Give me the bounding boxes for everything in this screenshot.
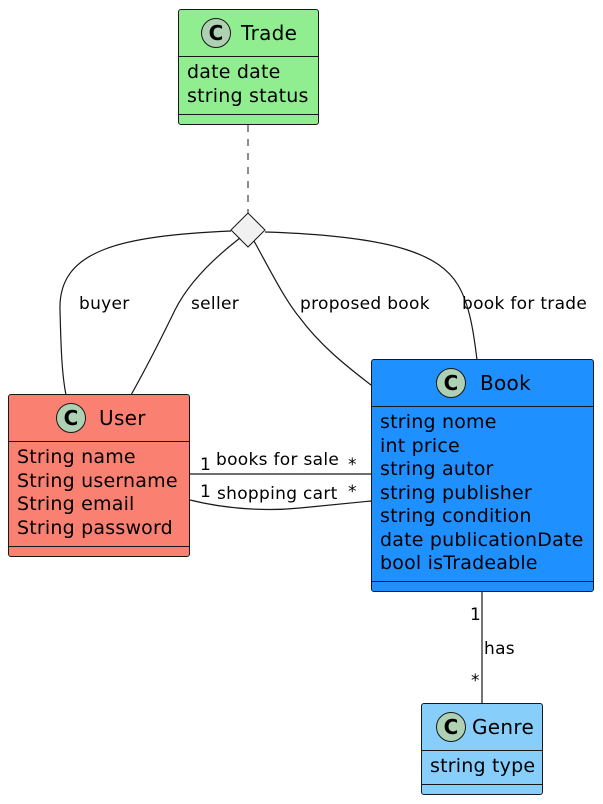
book-attribute: date publicationDate bbox=[380, 528, 584, 551]
seller-label: seller bbox=[191, 294, 240, 314]
book-attribute: string condition bbox=[380, 505, 532, 527]
trade-class-header: C Trade bbox=[179, 10, 318, 56]
user-attribute: String username bbox=[17, 469, 178, 492]
buyer-edge bbox=[59, 230, 232, 396]
shopping-cart-edge bbox=[189, 499, 372, 511]
has-label: has bbox=[484, 639, 515, 659]
book-attribute: int price bbox=[380, 434, 460, 457]
trade-attribute: date date bbox=[187, 61, 281, 83]
book-for-trade-edge bbox=[264, 231, 478, 361]
user-attribute: String email bbox=[17, 493, 135, 515]
genre-class[interactable]: C Genre string type bbox=[421, 703, 543, 795]
book-class-methods-divider bbox=[372, 581, 593, 582]
class-stereotype-icon: C bbox=[201, 18, 231, 48]
books-for-sale-source-multiplicity: 1 bbox=[200, 455, 212, 475]
book-attribute: string autor bbox=[380, 458, 494, 480]
buyer-label: buyer bbox=[79, 294, 130, 314]
genre-class-attributes: string type bbox=[422, 751, 542, 779]
shopping-cart-target-multiplicity: * bbox=[348, 482, 357, 502]
association-diamond bbox=[230, 212, 266, 248]
genre-class-name: Genre bbox=[472, 715, 535, 739]
user-class-attributes: String name String username String email… bbox=[9, 442, 189, 540]
trade-class[interactable]: C Trade date date string status bbox=[178, 9, 319, 125]
user-class[interactable]: C User String name String username Strin… bbox=[8, 394, 190, 557]
has-target-multiplicity: * bbox=[471, 671, 480, 691]
genre-class-methods-divider bbox=[422, 784, 542, 785]
book-attribute: string nome bbox=[380, 411, 497, 433]
proposed-book-label: proposed book bbox=[300, 294, 430, 314]
class-stereotype-icon: C bbox=[436, 368, 466, 398]
user-class-divider bbox=[9, 441, 189, 442]
proposed-book-edge bbox=[253, 240, 372, 386]
trade-class-attributes: date date string status bbox=[179, 57, 318, 108]
class-stereotype-icon: C bbox=[436, 712, 466, 742]
has-source-multiplicity: 1 bbox=[470, 605, 482, 625]
book-class-divider bbox=[372, 406, 593, 407]
shopping-cart-source-multiplicity: 1 bbox=[200, 482, 212, 502]
shopping-cart-label: shopping cart bbox=[217, 484, 338, 504]
book-attribute: bool isTradeable bbox=[380, 552, 538, 574]
seller-edge bbox=[130, 237, 241, 396]
genre-class-divider bbox=[422, 750, 542, 751]
trade-attribute: string status bbox=[187, 84, 309, 107]
books-for-sale-label: books for sale bbox=[216, 450, 340, 470]
book-class-header: C Book bbox=[372, 360, 593, 406]
book-class-name: Book bbox=[480, 371, 531, 395]
user-class-name: User bbox=[99, 406, 146, 430]
trade-class-methods-divider bbox=[179, 114, 318, 115]
book-for-trade-label: book for trade bbox=[462, 294, 588, 314]
genre-attribute: string type bbox=[430, 755, 536, 777]
book-class[interactable]: C Book string nome int price string auto… bbox=[371, 359, 594, 592]
user-attribute: String name bbox=[17, 446, 136, 468]
user-attribute: String password bbox=[17, 516, 173, 539]
genre-class-header: C Genre bbox=[422, 704, 542, 750]
book-attribute: string publisher bbox=[380, 481, 532, 504]
class-stereotype-icon: C bbox=[56, 403, 86, 433]
user-class-header: C User bbox=[9, 395, 189, 441]
user-class-methods-divider bbox=[9, 546, 189, 547]
book-class-attributes: string nome int price string autor strin… bbox=[372, 407, 593, 576]
trade-class-name: Trade bbox=[241, 21, 298, 45]
trade-class-divider bbox=[179, 56, 318, 57]
books-for-sale-target-multiplicity: * bbox=[348, 455, 357, 475]
